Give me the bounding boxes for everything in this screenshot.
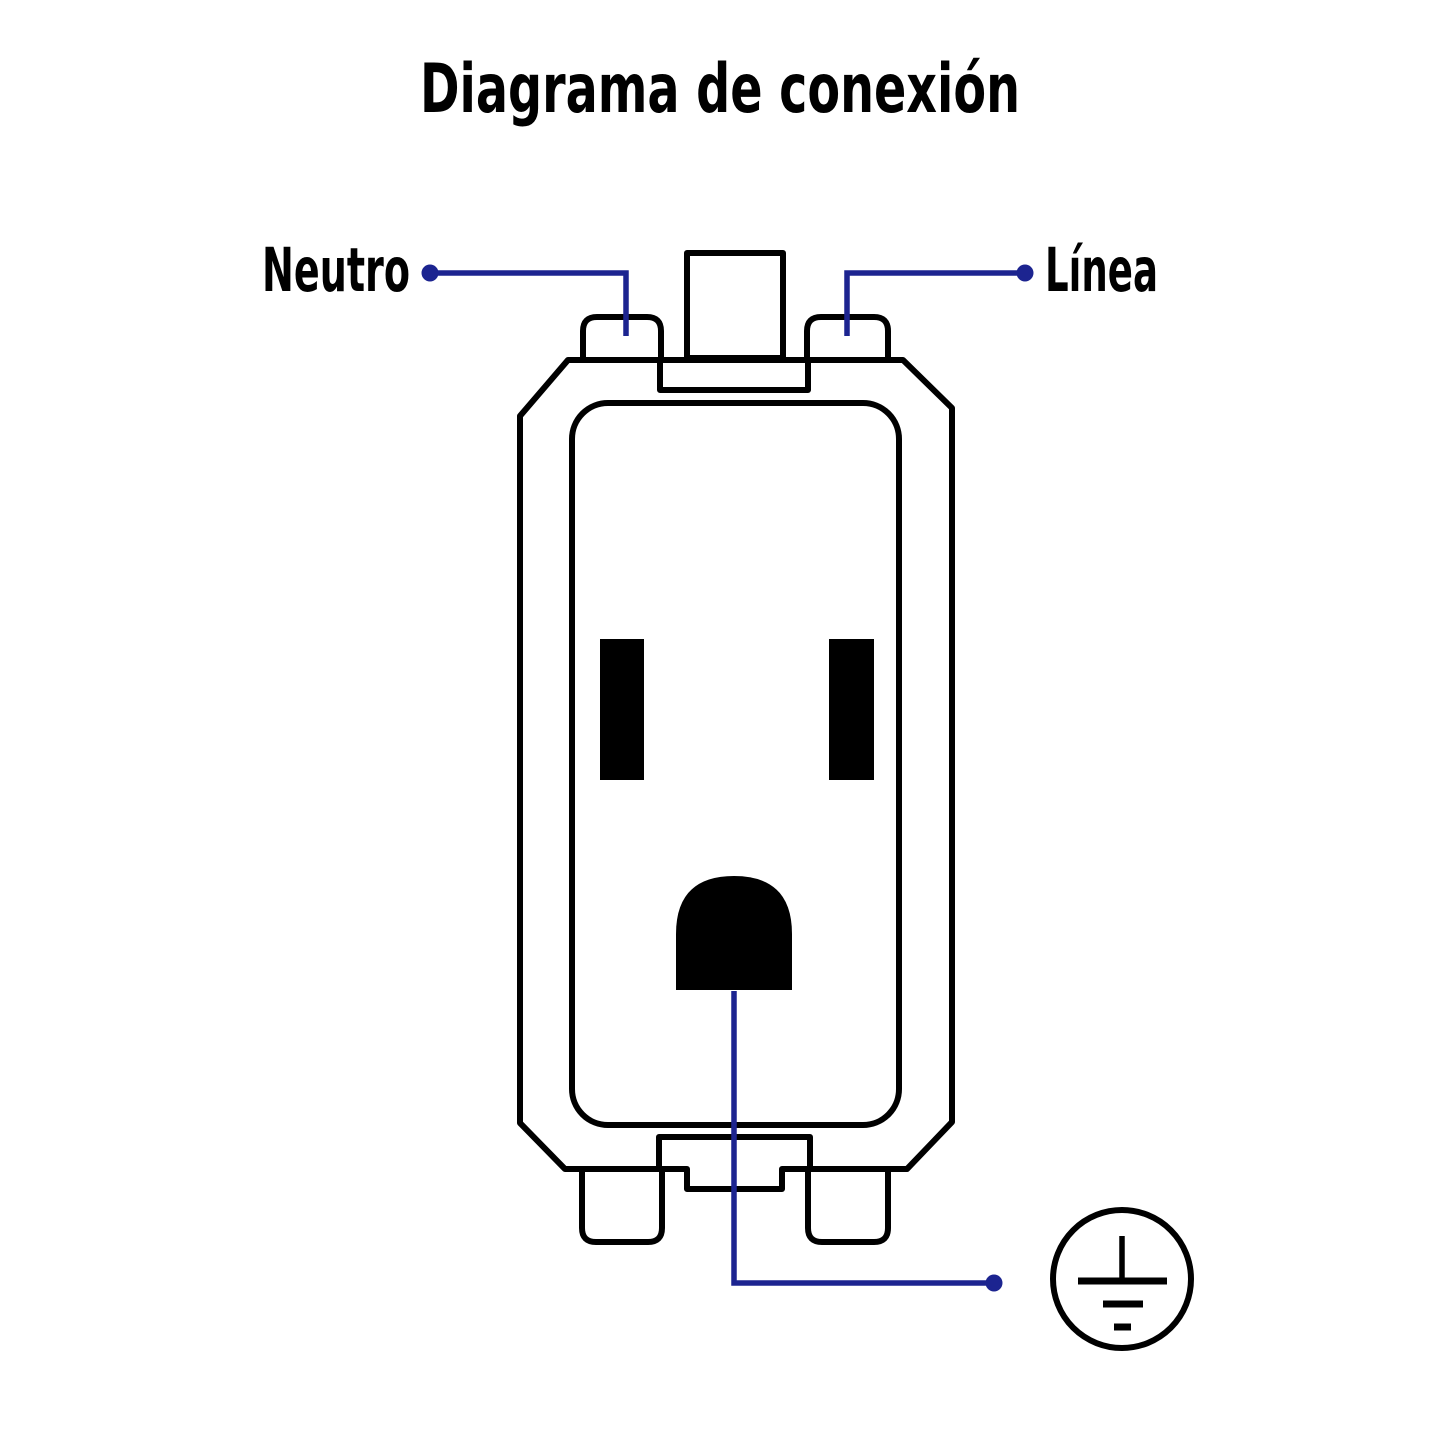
left-screw-terminal-top [580, 314, 664, 360]
line-wire-dot [1016, 264, 1034, 282]
ground-wire-dot [985, 1274, 1003, 1292]
line-wire [844, 270, 1025, 336]
right-screw-terminal-bottom [805, 1169, 891, 1245]
neutral-wire-dot [421, 264, 439, 282]
page-title: Diagrama de conexión [420, 50, 1020, 129]
earth-ground-symbol [1050, 1207, 1194, 1351]
line-slot [829, 639, 874, 780]
top-mounting-tab [684, 250, 786, 361]
ground-symbol-circle [1050, 1207, 1194, 1351]
left-screw-terminal-bottom [579, 1169, 665, 1245]
neutral-label: Neutro [262, 235, 410, 306]
top-recess [657, 357, 811, 393]
neutral-wire [430, 270, 629, 336]
ground-slot [676, 876, 792, 990]
wires [430, 270, 1025, 1286]
neutral-slot [600, 639, 644, 780]
line-label: Línea [1045, 235, 1158, 306]
ground-wire [731, 991, 994, 1286]
outlet-body-outline [517, 357, 955, 1192]
wire-dots [421, 264, 1034, 1292]
